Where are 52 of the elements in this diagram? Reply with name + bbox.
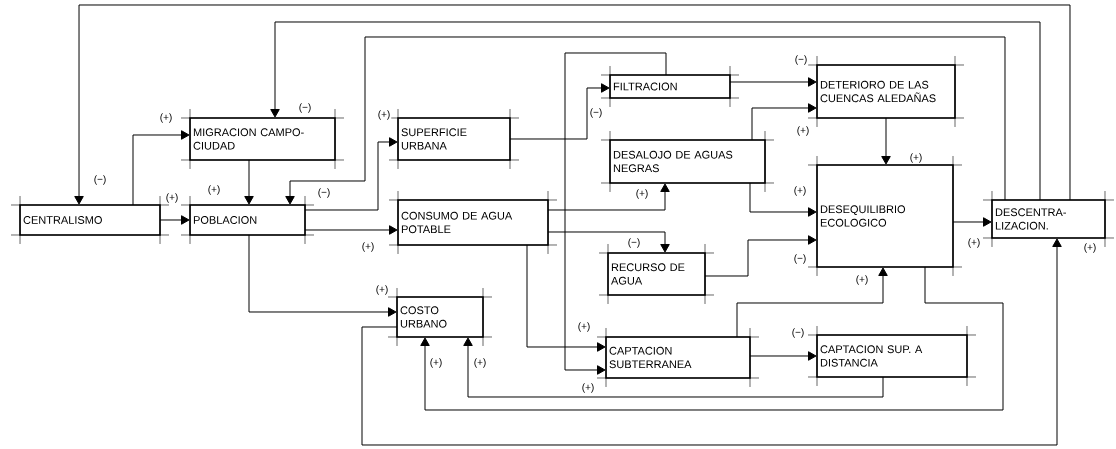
edge-label: (−) [588,107,604,119]
arrow [304,137,398,211]
edge-label: (+) [792,185,808,197]
process-box: DETERIORO DE LAS CUENCAS ALEDAÑAS [807,55,965,128]
edge-label: (+) [472,357,488,369]
arrow [361,238,1062,446]
process-box: FILTRACION [600,65,740,108]
arrow [881,117,891,165]
arrow [74,4,1071,205]
process-box: CAPTACION SUBTERRANEA [596,327,760,388]
edge-label: (+) [206,184,222,196]
edge-label: (+) [580,382,596,394]
arrow [751,103,817,141]
arrow [547,183,670,211]
arrow [704,235,817,277]
arrow [547,231,670,253]
edge-label: (+) [854,274,870,286]
edge-label: (−) [92,174,108,186]
arrow [463,337,884,398]
process-box: CAPTACION SUP. A DISTANCIA [807,325,977,387]
arrow [749,182,817,217]
arrow [564,52,667,375]
arrow [270,21,1041,201]
arrow [285,36,1006,205]
edge-label: (+) [795,125,811,137]
edge-label: (+) [966,237,982,249]
edge-label: (+) [374,284,390,296]
arrow [509,83,610,140]
edge-label: (+) [576,321,592,333]
arrow [132,130,190,206]
edge-label: (+) [908,152,924,164]
arrow [304,225,398,235]
arrow [420,266,1004,411]
arrow [159,215,190,225]
process-box: POBLACION [180,195,315,245]
arrow [526,244,606,352]
edge-label: (−) [316,187,332,199]
edge-label: (+) [158,112,174,124]
arrow [952,217,992,227]
edge-label: (+) [360,241,376,253]
arrow [736,267,888,338]
edge-label: (−) [790,327,806,339]
edge-label: (−) [792,253,808,265]
arrow [248,234,397,317]
process-box: CONSUMO DE AGUA POTABLE [388,190,558,255]
process-box: COSTO URBANO [387,287,493,347]
arrow [244,159,254,205]
edge-label: (+) [376,109,392,121]
arrow [749,351,817,361]
edge-label: (−) [793,54,809,66]
arrow [729,77,817,87]
edge-label: (+) [428,357,444,369]
